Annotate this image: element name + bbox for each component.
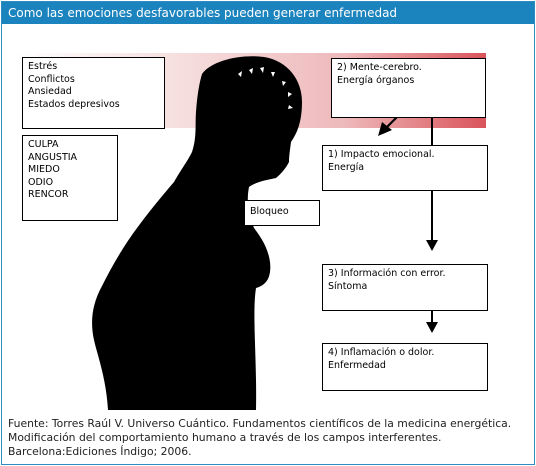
emotions-box: CULPA ANGUSTIA MIEDO ODIO RENCOR xyxy=(22,135,118,221)
down-arrowhead-1 xyxy=(426,240,438,251)
mind-brain-box: 2) Mente-cerebro. Energía órganos xyxy=(331,58,486,118)
citation-line: Modificación del comportamiento humano a… xyxy=(8,431,442,444)
mind-brain-line: Energía órganos xyxy=(337,74,415,86)
emotion-item: RENCOR xyxy=(28,189,69,200)
emotion-item: CULPA xyxy=(28,139,59,150)
down-arrowhead-2 xyxy=(426,322,438,333)
step1-line: Energía xyxy=(328,161,365,173)
bloqueo-box: Bloqueo xyxy=(244,200,320,226)
step4-box: 4) Inflamación o dolor. Enfermedad xyxy=(322,343,488,391)
stressor-item: Estrés xyxy=(28,61,58,72)
step3-line: Síntoma xyxy=(328,280,368,292)
bloqueo-label: Bloqueo xyxy=(250,206,289,217)
brain-dots xyxy=(238,67,293,109)
diagram-title: Como las emociones desfavorables pueden … xyxy=(2,2,534,24)
diagonal-arrowhead xyxy=(378,122,392,136)
stressor-item: Conflictos xyxy=(28,73,75,85)
stressor-item: Ansiedad xyxy=(28,86,72,97)
step1-line: 1) Impacto emocional. xyxy=(328,149,435,160)
emotion-item: ODIO xyxy=(28,176,54,188)
step3-line: 3) Información con error. xyxy=(328,268,446,279)
step4-line: 4) Inflamación o dolor. xyxy=(328,347,435,358)
emotion-item: MIEDO xyxy=(28,164,60,175)
human-silhouette xyxy=(92,56,302,411)
emotion-item: ANGUSTIA xyxy=(28,151,78,163)
step1-box: 1) Impacto emocional. Energía xyxy=(322,145,488,191)
step3-box: 3) Información con error. Síntoma xyxy=(322,264,488,311)
stressors-box: Estrés Conflictos Ansiedad Estados depre… xyxy=(22,57,165,129)
source-citation: Fuente: Torres Raúl V. Universo Cuántico… xyxy=(8,417,511,459)
stressor-item: Estados depresivos xyxy=(28,98,120,110)
citation-line: Barcelona:Ediciones Índigo; 2006. xyxy=(8,445,192,458)
step4-line: Enfermedad xyxy=(328,359,386,371)
mind-brain-line: 2) Mente-cerebro. xyxy=(337,62,422,73)
citation-line: Fuente: Torres Raúl V. Universo Cuántico… xyxy=(8,417,512,430)
